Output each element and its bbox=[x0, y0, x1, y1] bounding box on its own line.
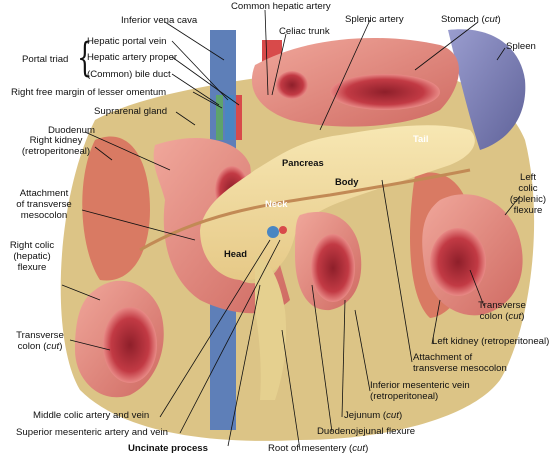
label-left-kidney: Left kidney (retroperitoneal) bbox=[432, 336, 550, 347]
stomach-lumen-small bbox=[276, 71, 308, 99]
duodenum-shape bbox=[153, 137, 290, 314]
left-colon-lumen bbox=[430, 228, 486, 296]
label-superior-mesenteric-artery-vein: Superior mesenteric artery and vein bbox=[16, 427, 168, 438]
label-duodenum: Duodenum bbox=[48, 125, 95, 136]
transverse-mesocolon-line bbox=[139, 168, 471, 252]
portal-triad-brace: { bbox=[77, 35, 93, 81]
leader-lines bbox=[61, 9, 521, 451]
hepatic-portal-vein-shape bbox=[225, 95, 234, 140]
stomach-lumen bbox=[330, 74, 440, 110]
label-portal-triad: Portal triad bbox=[22, 54, 69, 65]
label-splenic-artery: Splenic artery bbox=[345, 14, 404, 25]
label-jejunum-cut: Jejunum (cut) bbox=[344, 410, 403, 421]
label-pancreas-body: Body bbox=[335, 176, 359, 187]
label-spleen: Spleen bbox=[506, 41, 536, 52]
label-common-hepatic-artery: Common hepatic artery bbox=[231, 1, 331, 12]
label-pancreas-tail: Tail bbox=[413, 133, 429, 144]
right-kidney-shape bbox=[82, 136, 150, 281]
label-transverse-colon-right: Transverse colon (cut) bbox=[478, 300, 526, 322]
label-common-bile-duct: (Common) bile duct bbox=[87, 69, 171, 80]
label-transverse-colon-left: Transverse colon (cut) bbox=[16, 330, 64, 352]
label-inferior-vena-cava: Inferior vena cava bbox=[121, 15, 198, 26]
label-pancreas: Pancreas bbox=[282, 157, 324, 168]
label-pancreas-neck: Neck bbox=[265, 198, 288, 209]
label-suprarenal-gland: Suprarenal gland bbox=[94, 106, 168, 117]
label-right-colic-flexure: Right colic(hepatic)flexure bbox=[9, 240, 55, 273]
label-hepatic-portal-vein: Hepatic portal vein bbox=[87, 36, 167, 47]
label-middle-colic-artery-vein: Middle colic artery and vein bbox=[33, 410, 150, 421]
superior-mesenteric-vessels-shape bbox=[267, 226, 279, 238]
root-of-mesentery-shape bbox=[255, 255, 287, 400]
bile-duct-shape bbox=[216, 95, 223, 140]
jejunum-lumen bbox=[311, 234, 355, 302]
label-right-kidney: Right kidney(retroperitoneal) bbox=[21, 135, 91, 157]
label-celiac-trunk: Celiac trunk bbox=[279, 26, 330, 37]
superior-mesenteric-artery-shape bbox=[279, 226, 287, 234]
label-uncinate-process: Uncinate process bbox=[128, 443, 208, 454]
label-hepatic-artery-proper: Hepatic artery proper bbox=[87, 52, 178, 63]
label-inferior-mesenteric-vein: Inferior mesenteric vein(retroperitoneal… bbox=[370, 380, 470, 402]
label-duodenojejunal-flexure: Duodenojejunal flexure bbox=[317, 426, 416, 437]
spleen-shape bbox=[448, 29, 526, 151]
label-right-free-margin-lesser-omentum: Right free margin of lesser omentum bbox=[11, 87, 167, 98]
label-root-of-mesentery: Root of mesentery (cut) bbox=[268, 443, 369, 454]
label-pancreas-head: Head bbox=[224, 248, 247, 259]
hepatic-artery-shape bbox=[236, 95, 242, 140]
right-colon-lumen bbox=[103, 307, 157, 383]
label-stomach-cut: Stomach (cut) bbox=[441, 14, 501, 25]
